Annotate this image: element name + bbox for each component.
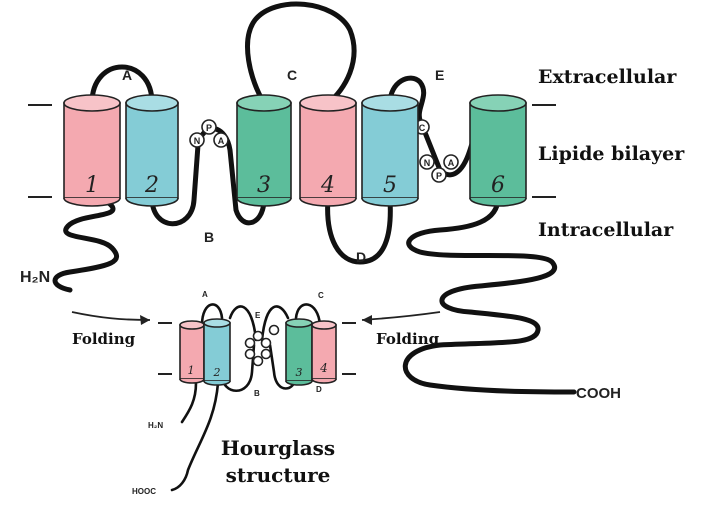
helix-4-number: 4 [320, 173, 335, 198]
npa2-bead-n [419, 154, 435, 170]
npa2-letter-a: A [448, 158, 455, 168]
small-helix-4-number: 4 [319, 361, 328, 375]
membrane-lines [28, 104, 556, 198]
helix-2-number: 2 [144, 173, 159, 198]
npa1-bead-n [189, 132, 205, 148]
region-lipid-bilayer: Lipide bilayer [538, 143, 685, 165]
helix-6: 6 [469, 94, 527, 207]
small-c-terminus-label: HOOC [132, 487, 156, 496]
npa2-bead-p [431, 167, 447, 183]
folding-arrow-left [71, 311, 151, 325]
npa2-letter-c: C [419, 123, 426, 133]
small-loop-label-a: A [202, 290, 208, 299]
helix-5: 5 [361, 94, 419, 207]
small-n-terminus-label: H₂N [148, 421, 163, 430]
region-extracellular: Extracellular [538, 66, 677, 88]
npa2-letter-p: P [436, 171, 442, 181]
helix-2: 2 [125, 94, 179, 207]
small-loop-label-b: B [254, 389, 260, 398]
helix-1-number: 1 [85, 173, 99, 198]
loop-label-b: B [204, 229, 214, 245]
npa1-bead-p [201, 119, 217, 135]
npa1-bead-a [213, 132, 229, 148]
region-intracellular: Intracellular [538, 219, 674, 241]
loop-label-a: A [122, 67, 132, 83]
c-terminus-label: COOH [576, 385, 621, 402]
folding-arrow-right [361, 311, 441, 325]
npa1-letter-n: N [194, 136, 201, 146]
small-helix-2-number: 2 [213, 366, 221, 379]
small-loop-label-e: E [255, 311, 261, 320]
small-loop-label-c: C [318, 291, 324, 300]
npa-motif-1: N P A [189, 119, 229, 148]
npa1-letter-p: P [206, 123, 212, 133]
npa1-letter-a: A [218, 136, 225, 146]
small-loop-label-d: D [316, 385, 322, 394]
helix-6-number: 6 [491, 173, 505, 198]
npa2-bead-a [443, 154, 459, 170]
folding-label-right: Folding [376, 330, 440, 348]
helix-3: 3 [236, 94, 292, 207]
loop-label-c: C [287, 67, 297, 83]
helix-3-number: 3 [257, 173, 271, 198]
npa2-letter-n: N [424, 158, 431, 168]
hourglass-structure: 1 2 3 4 A B C D E H₂N HOOC [132, 290, 356, 496]
loop-label-e: E [435, 67, 444, 83]
helix-4: 4 [299, 94, 357, 207]
helix-5-number: 5 [383, 173, 397, 198]
loop-label-d: D [356, 249, 366, 265]
small-helix-1-number: 1 [188, 364, 195, 377]
folding-label-left: Folding [72, 330, 136, 348]
hourglass-caption-line2: structure [226, 463, 331, 487]
helix-1: 1 [63, 94, 121, 207]
n-terminus-label: H₂N [20, 269, 50, 286]
small-helix-3-number: 3 [296, 366, 303, 379]
hourglass-caption-line1: Hourglass [221, 436, 335, 460]
